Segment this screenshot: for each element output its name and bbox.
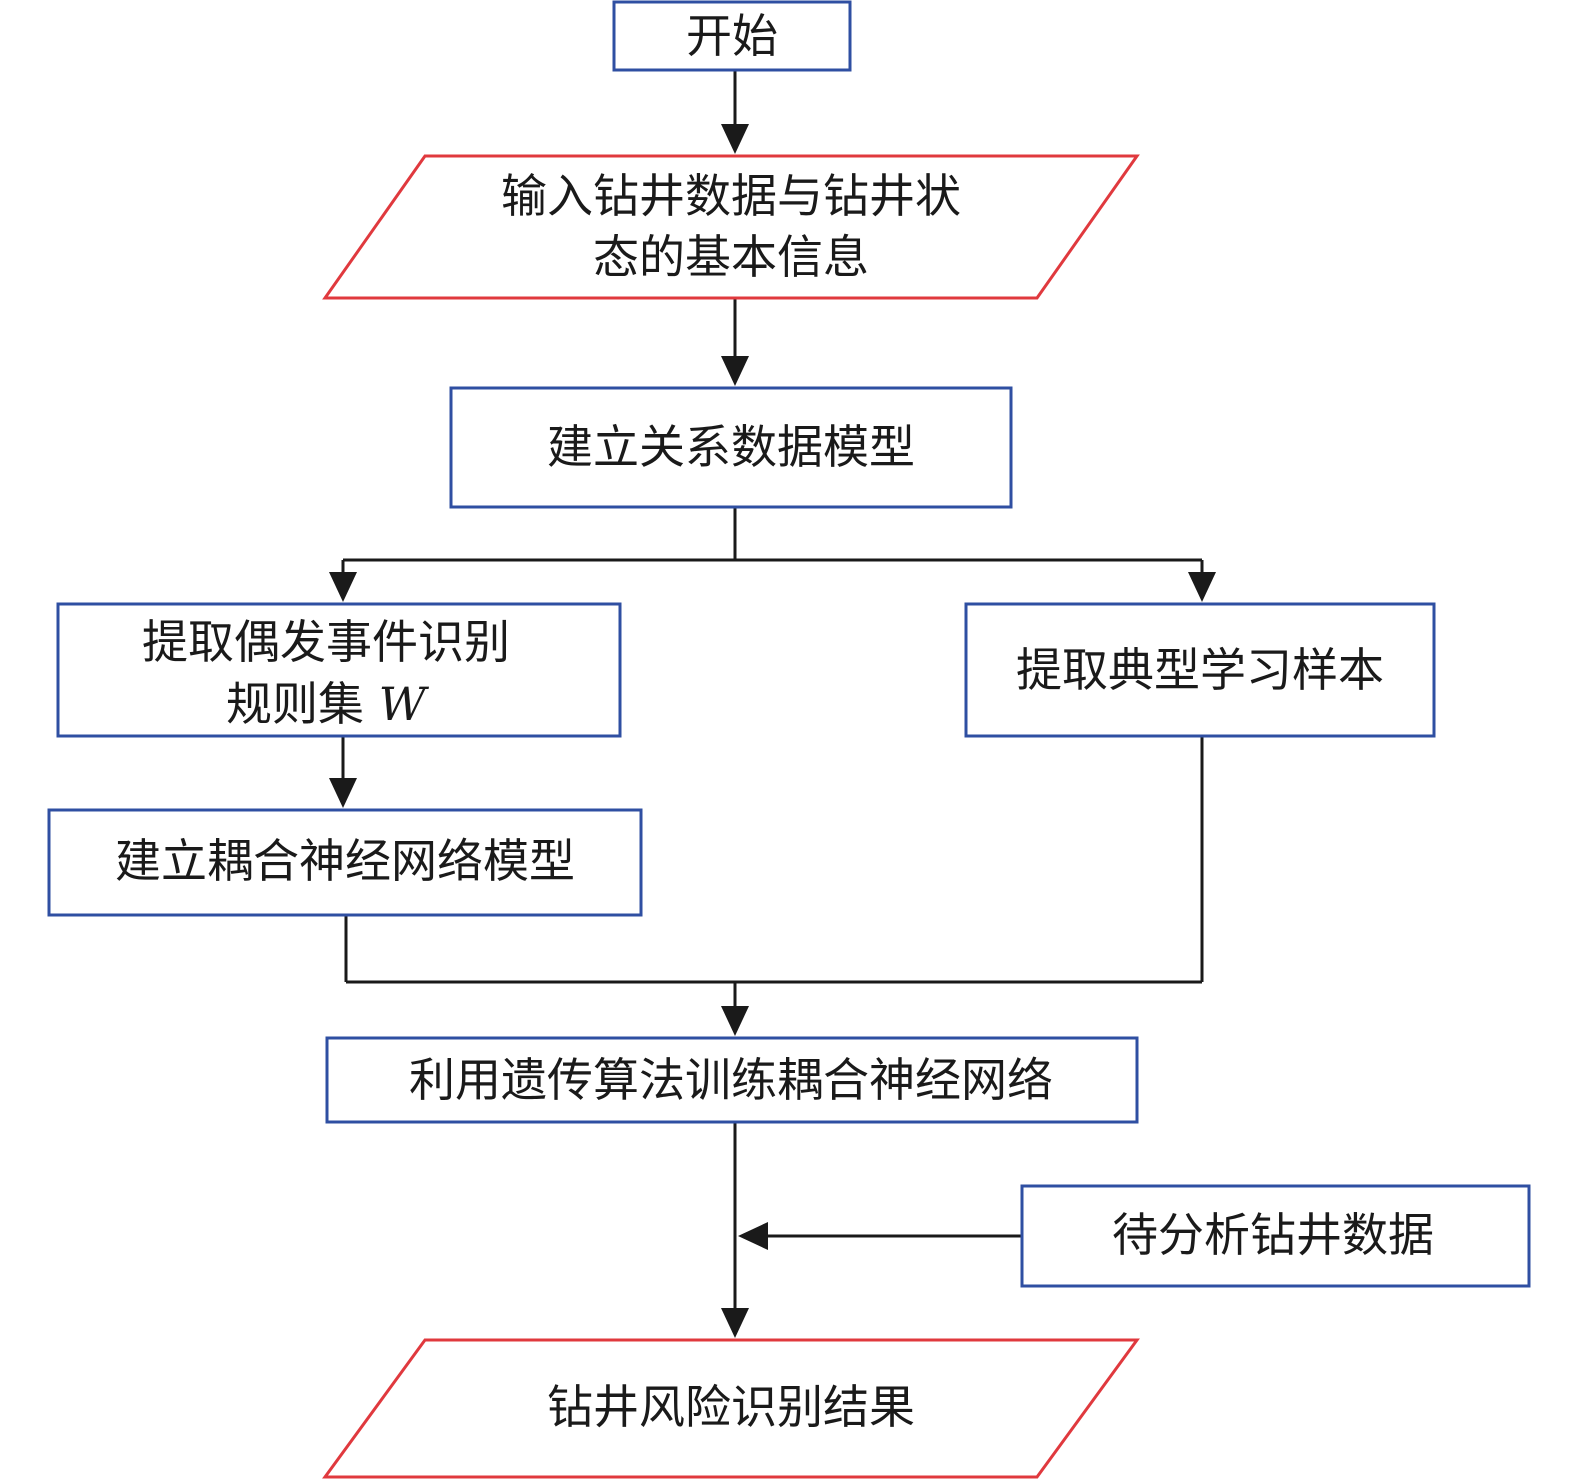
result-node-shape [322, 1338, 1140, 1479]
arrowhead-rules-to-nn [329, 778, 357, 808]
arrowhead-input-to-model [721, 356, 749, 386]
coupled-nn-node: 建立耦合神经网络模型 [47, 808, 643, 917]
arrowhead-split-to-samples [1188, 572, 1216, 602]
train-node: 利用遗传算法训练耦合神经网络 [325, 1036, 1139, 1124]
arrowhead-start-to-input [721, 124, 749, 154]
connectors [329, 70, 1216, 1338]
pending-data-box [1020, 1184, 1531, 1288]
extract-rules-label-line2: 规则集 W [226, 677, 430, 731]
start-node-label: 开始 [686, 9, 778, 63]
pending-data-label: 待分析钻井数据 [1112, 1208, 1434, 1262]
pending-data-node: 待分析钻井数据 [1020, 1184, 1531, 1288]
input-node-label-line2: 态的基本信息 [593, 230, 869, 284]
extract-rules-symbol-w: W [379, 677, 430, 731]
arrowhead-train-to-result [721, 1308, 749, 1338]
result-node-label: 钻井风险识别结果 [547, 1380, 915, 1434]
arrowhead-split-to-rules [329, 572, 357, 602]
coupled-nn-box [47, 808, 643, 917]
input-node-label-line1: 输入钻井数据与钻井状 [501, 169, 961, 223]
relational-model-box [449, 386, 1013, 509]
relational-model-label: 建立关系数据模型 [547, 420, 915, 474]
result-node: 钻井风险识别结果 [322, 1338, 1140, 1479]
extract-samples-label: 提取典型学习样本 [1016, 643, 1384, 697]
extract-rules-node: 提取偶发事件识别 规则集 W [56, 602, 622, 738]
start-node-box [612, 0, 852, 72]
start-node: 开始 [612, 0, 852, 72]
train-label: 利用遗传算法训练耦合神经网络 [409, 1053, 1053, 1107]
input-node: 输入钻井数据与钻井状 态的基本信息 [322, 154, 1140, 300]
input-node-shape [322, 154, 1140, 300]
arrowhead-pending-to-main [738, 1222, 768, 1250]
extract-rules-label-line1: 提取偶发事件识别 [142, 615, 510, 669]
extract-rules-box [56, 602, 622, 738]
train-box [325, 1036, 1139, 1124]
coupled-nn-label: 建立耦合神经网络模型 [115, 834, 575, 888]
extract-samples-node: 提取典型学习样本 [964, 602, 1436, 738]
arrowhead-merge-to-train [721, 1006, 749, 1036]
extract-rules-label-line2-text: 规则集 [226, 677, 379, 731]
relational-model-node: 建立关系数据模型 [449, 386, 1013, 509]
extract-samples-box [964, 602, 1436, 738]
